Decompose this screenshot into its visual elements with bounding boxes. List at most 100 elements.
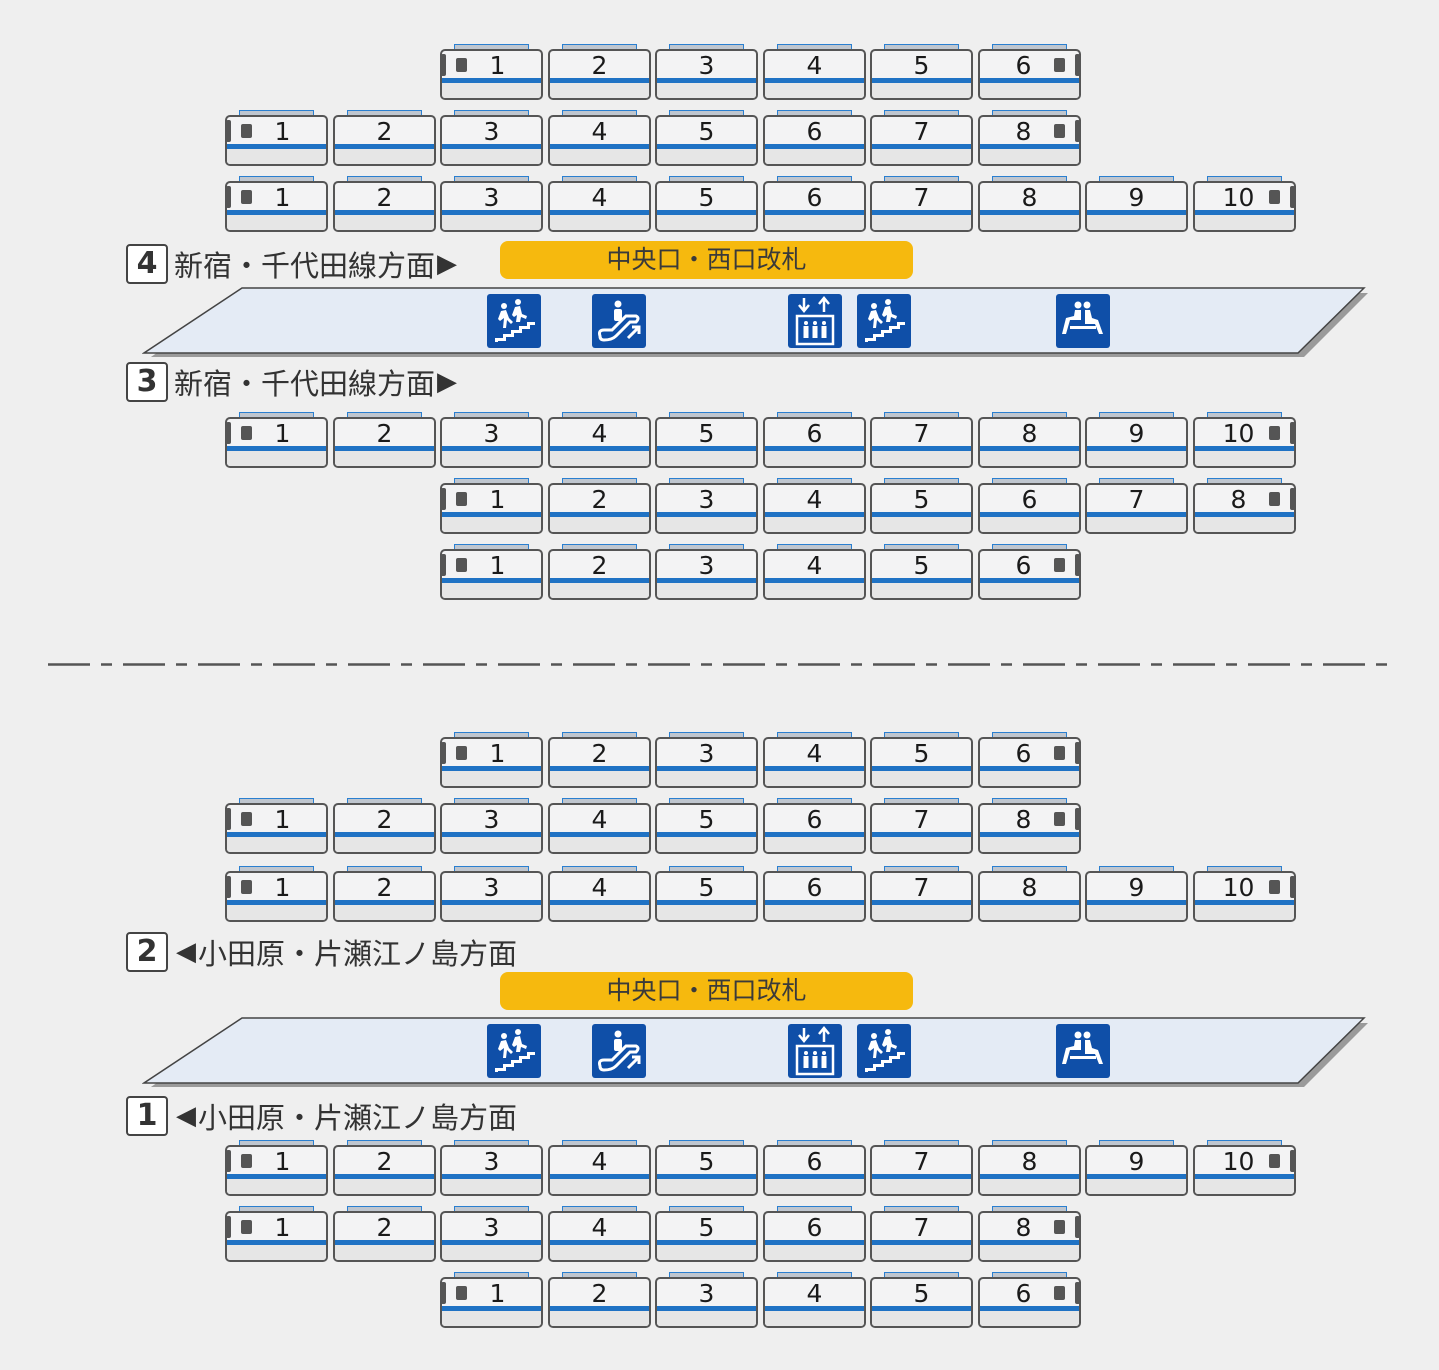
- cab-window-icon: [241, 124, 252, 138]
- car-number: 4: [591, 805, 608, 834]
- car-roof: [884, 44, 959, 49]
- cab-icon: [1290, 1150, 1294, 1172]
- car-roof: [239, 176, 314, 181]
- car-number: 6: [1021, 485, 1038, 514]
- car-roof: [777, 866, 852, 871]
- train-car: 2: [333, 176, 436, 232]
- cab-window-icon: [456, 746, 467, 760]
- car-number: 5: [913, 551, 930, 580]
- car-number: 1: [489, 1279, 506, 1308]
- escalator-icon: [592, 1024, 646, 1078]
- car-number: 3: [483, 419, 500, 448]
- car-roof: [992, 110, 1067, 115]
- car-number: 7: [913, 873, 930, 902]
- car-roof: [992, 798, 1067, 803]
- car-roof: [777, 44, 852, 49]
- train-car: 5: [655, 798, 758, 854]
- car-roof: [562, 1140, 637, 1145]
- car-body: 2: [548, 483, 651, 534]
- car-number: 6: [806, 183, 823, 212]
- cab-icon: [227, 422, 231, 444]
- train-car: 5: [870, 44, 973, 100]
- car-number: 5: [913, 739, 930, 768]
- car-roof: [1099, 478, 1174, 483]
- car-roof: [347, 110, 422, 115]
- car-body: 2: [548, 1277, 651, 1328]
- car-roof: [669, 1206, 744, 1211]
- train-car: 9: [1085, 176, 1188, 232]
- car-body: 5: [655, 181, 758, 232]
- car-number: 3: [483, 805, 500, 834]
- car-roof: [884, 412, 959, 417]
- car-number: 2: [376, 419, 393, 448]
- car-body: 1: [225, 871, 328, 922]
- car-roof: [1207, 866, 1282, 871]
- car-body: 6: [978, 549, 1081, 600]
- car-number: 8: [1015, 117, 1032, 146]
- car-number: 8: [1015, 1213, 1032, 1242]
- car-roof: [777, 1140, 852, 1145]
- car-body: 8: [978, 181, 1081, 232]
- car-roof: [992, 1206, 1067, 1211]
- car-number: 3: [698, 1279, 715, 1308]
- car-roof: [1207, 176, 1282, 181]
- car-number: 8: [1021, 873, 1038, 902]
- car-body: 3: [440, 181, 543, 232]
- car-roof: [454, 1140, 529, 1145]
- car-roof: [884, 732, 959, 737]
- car-roof: [454, 110, 529, 115]
- car-roof: [669, 1272, 744, 1277]
- car-number: 1: [489, 485, 506, 514]
- car-number: 4: [806, 51, 823, 80]
- car-body: 1: [225, 803, 328, 854]
- car-number: 10: [1222, 183, 1255, 212]
- car-body: 5: [655, 115, 758, 166]
- cab-window-icon: [1054, 1220, 1065, 1234]
- car-roof: [669, 110, 744, 115]
- cab-icon: [1290, 876, 1294, 898]
- car-body: 2: [548, 549, 651, 600]
- cab-window-icon: [241, 190, 252, 204]
- car-body: 9: [1085, 1145, 1188, 1196]
- train-car: 6: [978, 1272, 1081, 1328]
- train-car: 9: [1085, 412, 1188, 468]
- car-roof: [347, 412, 422, 417]
- train-car: 5: [870, 732, 973, 788]
- car-number: 5: [698, 1213, 715, 1242]
- train-car: 1: [225, 1140, 328, 1196]
- train-car: 2: [548, 544, 651, 600]
- car-number: 3: [483, 183, 500, 212]
- car-roof: [777, 110, 852, 115]
- car-roof: [454, 478, 529, 483]
- car-body: 9: [1085, 871, 1188, 922]
- car-roof: [992, 44, 1067, 49]
- stairs-icon: [857, 1024, 911, 1078]
- train-car: 3: [440, 110, 543, 166]
- cab-window-icon: [456, 492, 467, 506]
- car-body: 4: [548, 871, 651, 922]
- car-body: 4: [548, 803, 651, 854]
- train-car: 5: [655, 110, 758, 166]
- car-number: 2: [376, 183, 393, 212]
- car-roof: [239, 1140, 314, 1145]
- car-roof: [992, 544, 1067, 549]
- car-number: 1: [274, 183, 291, 212]
- train-car: 4: [548, 412, 651, 468]
- car-roof: [992, 866, 1067, 871]
- train-car: 3: [655, 478, 758, 534]
- train-car: 3: [655, 544, 758, 600]
- direction-arrow-right-icon: ▶: [437, 367, 458, 397]
- train-car: 8: [978, 1140, 1081, 1196]
- train-car: 4: [763, 478, 866, 534]
- car-number: 2: [591, 485, 608, 514]
- car-body: 5: [870, 549, 973, 600]
- car-number: 2: [376, 805, 393, 834]
- car-body: 4: [548, 417, 651, 468]
- waiting-room-icon: [1056, 294, 1110, 348]
- car-roof: [884, 798, 959, 803]
- cab-window-icon: [241, 1220, 252, 1234]
- car-roof: [669, 1140, 744, 1145]
- car-roof: [454, 1206, 529, 1211]
- cab-window-icon: [241, 426, 252, 440]
- car-body: 5: [655, 417, 758, 468]
